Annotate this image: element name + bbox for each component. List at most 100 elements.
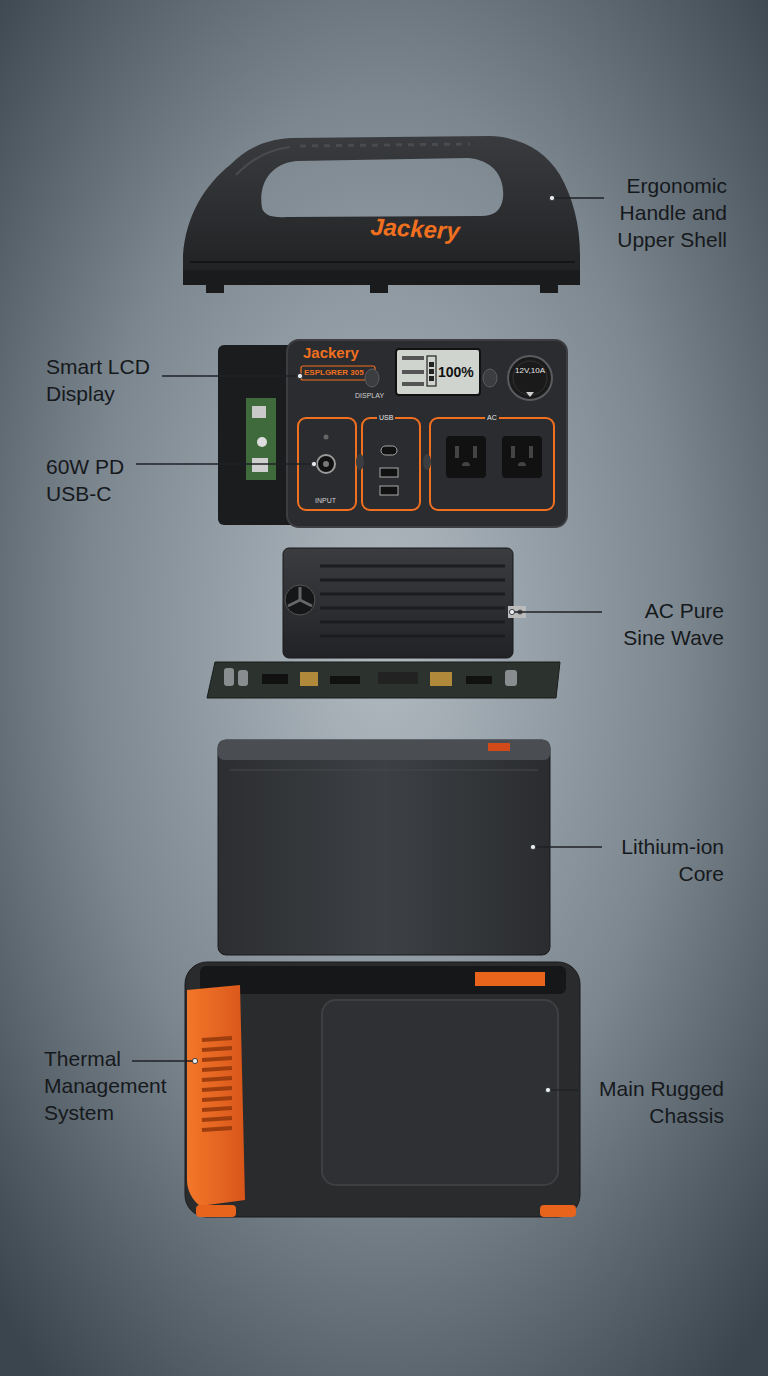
inverter-board [505, 670, 517, 686]
logo-text: Jackery [339, 212, 490, 246]
front-panel [380, 486, 398, 495]
panel-text: INPUT [315, 496, 341, 505]
inverter-board [466, 676, 492, 684]
inverter-board [207, 662, 560, 698]
handle-shell [370, 285, 388, 293]
front-panel [356, 454, 364, 470]
panel-text: 12V,10A [511, 366, 549, 376]
front-panel [287, 340, 567, 527]
callout-label: Ergonomic Handle and Upper Shell [609, 172, 727, 253]
front-panel [518, 462, 526, 466]
inverter-board [378, 672, 418, 684]
leader-dot [545, 1087, 550, 1092]
panel-text: DISPLAY [355, 392, 391, 400]
leader-dot [297, 373, 302, 378]
front-panel [526, 392, 534, 397]
inverter-board [238, 670, 248, 686]
chassis [475, 972, 545, 986]
inverter-board [224, 668, 234, 686]
leader-dot [530, 844, 535, 849]
handle-shell [183, 136, 580, 285]
leader-line [514, 611, 602, 612]
front-panel [455, 446, 459, 458]
panel-text: USB [377, 413, 395, 422]
front-panel [324, 435, 329, 440]
leader-dot [549, 195, 554, 200]
lcd-reading: 100% [438, 364, 478, 380]
front-panel [402, 356, 424, 360]
battery-core [218, 740, 550, 955]
front-panel [323, 461, 329, 467]
callout-label: AC Pure Sine Wave [614, 597, 724, 651]
front-panel [218, 340, 567, 527]
handle-shell [190, 261, 575, 263]
front-panel [483, 369, 497, 387]
front-panel [462, 462, 470, 466]
front-panel [430, 418, 554, 510]
callout-label: Smart LCD Display [46, 353, 166, 407]
inverter-board [283, 548, 513, 658]
front-panel [365, 369, 379, 387]
callout-label: Thermal Management System [44, 1045, 179, 1126]
chassis [187, 985, 245, 1206]
leader-line [136, 463, 312, 464]
handle-shell [236, 147, 290, 175]
front-panel [246, 398, 276, 480]
leader-dot [311, 461, 316, 466]
inverter-board [300, 672, 318, 686]
battery-core [230, 770, 538, 771]
leader-dot [509, 609, 514, 614]
front-panel [508, 356, 552, 400]
leader-line [552, 197, 604, 198]
leader-dot [192, 1058, 197, 1063]
front-panel [429, 362, 434, 367]
front-panel [423, 454, 431, 470]
front-panel [380, 468, 398, 477]
front-panel [529, 446, 533, 458]
leader-line [550, 1089, 578, 1090]
chassis [185, 962, 580, 1217]
battery-core [488, 743, 510, 751]
front-panel [429, 376, 434, 381]
front-panel [252, 458, 268, 472]
chassis [196, 1205, 236, 1217]
front-panel [429, 369, 434, 374]
front-panel [252, 406, 266, 418]
battery-core [218, 740, 550, 955]
panel-text: AC [485, 413, 499, 422]
chassis [322, 1000, 558, 1185]
handle-shell [183, 270, 580, 285]
front-panel [502, 436, 542, 478]
leader-line [132, 1060, 193, 1061]
front-panel [446, 436, 486, 478]
callout-label: 60W PD USB-C [46, 453, 156, 507]
handle-shell [183, 136, 580, 293]
leader-line [535, 846, 602, 847]
model-text: ESPLGRER 305 [304, 368, 374, 378]
callout-label: Main Rugged Chassis [589, 1075, 724, 1129]
front-panel [473, 446, 477, 458]
inverter-board [207, 548, 560, 698]
leader-line [132, 198, 604, 1090]
front-panel [381, 446, 397, 455]
front-panel [402, 370, 424, 374]
front-panel [402, 382, 424, 386]
inverter-board [430, 672, 452, 686]
front-panel [257, 437, 267, 447]
front-panel [511, 446, 515, 458]
chassis [540, 1205, 576, 1217]
leader-dot [192, 195, 554, 1092]
callout-label: Lithium-ion Core [612, 833, 724, 887]
logo-text: Jackery [303, 344, 393, 361]
front-panel [427, 356, 436, 386]
front-panel [301, 366, 375, 380]
inverter-board [262, 674, 288, 684]
chassis [200, 966, 566, 994]
leader-line [162, 375, 298, 376]
front-panel [317, 455, 335, 473]
handle-shell [206, 285, 224, 293]
handle-shell [300, 144, 470, 146]
chassis [202, 1038, 232, 1130]
